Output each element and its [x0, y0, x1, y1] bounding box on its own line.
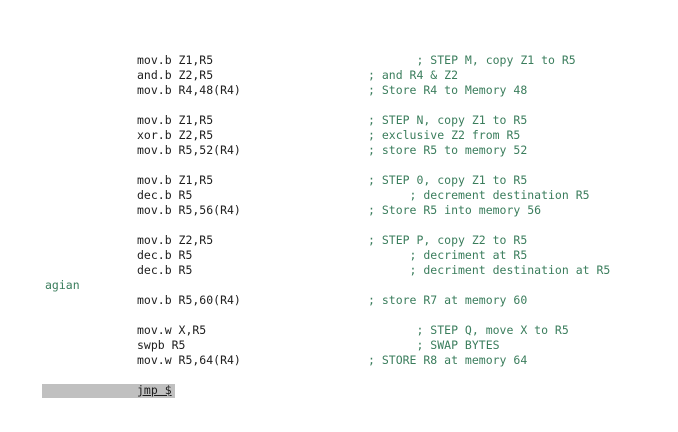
code-line[interactable]: mov.b R5,56(R4) ; Store R5 into memory 56 [0, 203, 678, 218]
code-comment: ; exclusive Z2 from R5 [368, 128, 521, 142]
code-comment: ; and R4 & Z2 [368, 68, 459, 82]
code-instruction[interactable]: mov.b Z1,R5 [137, 53, 214, 67]
blank-line [0, 218, 678, 233]
blank-line [0, 158, 678, 173]
code-comment: ; STEP M, copy Z1 to R5 [368, 53, 576, 67]
code-instruction[interactable]: mov.b Z1,R5 [137, 173, 214, 187]
selection-highlight [42, 384, 175, 398]
code-comment: ; SWAP BYTES [368, 338, 500, 352]
code-instruction[interactable]: mov.b R5,52(R4) [137, 143, 241, 157]
code-comment: ; decrement destination R5 [368, 188, 590, 202]
blank-line [0, 308, 678, 323]
code-comment: ; store R5 to memory 52 [368, 143, 528, 157]
code-line[interactable]: agian [0, 278, 678, 293]
code-line[interactable]: mov.b Z2,R5 ; STEP P, copy Z2 to R5 [0, 233, 678, 248]
code-instruction[interactable]: and.b Z2,R5 [137, 68, 214, 82]
code-line[interactable]: xor.b Z2,R5 ; exclusive Z2 from R5 [0, 128, 678, 143]
code-line[interactable]: mov.b Z1,R5 ; STEP N, copy Z1 to R5 [0, 113, 678, 128]
code-instruction[interactable]: mov.b Z2,R5 [137, 233, 214, 247]
code-instruction[interactable]: dec.b R5 [137, 263, 193, 277]
code-line[interactable]: mov.b Z1,R5 ; STEP M, copy Z1 to R5 [0, 53, 678, 68]
code-instruction[interactable]: swpb R5 [137, 338, 186, 352]
code-comment: ; STEP P, copy Z2 to R5 [368, 233, 528, 247]
code-comment: ; Store R4 to Memory 48 [368, 83, 528, 97]
code-line[interactable]: and.b Z2,R5 ; and R4 & Z2 [0, 68, 678, 83]
code-instruction[interactable]: mov.b R5,56(R4) [137, 203, 241, 217]
code-comment: ; store R7 at memory 60 [368, 293, 528, 307]
code-instruction[interactable]: mov.b R5,60(R4) [137, 293, 241, 307]
code-line[interactable]: mov.b R5,52(R4) ; store R5 to memory 52 [0, 143, 678, 158]
code-line[interactable]: swpb R5 ; SWAP BYTES [0, 338, 678, 353]
code-comment: ; STEP N, copy Z1 to R5 [368, 113, 528, 127]
blank-line [0, 98, 678, 113]
code-line[interactable]: mov.b Z1,R5 ; STEP 0, copy Z1 to R5 [0, 173, 678, 188]
code-line[interactable]: mov.w X,R5 ; STEP Q, move X to R5 [0, 323, 678, 338]
code-line[interactable]: mov.w R5,64(R4) ; STORE R8 at memory 64 [0, 353, 678, 368]
code-line[interactable]: dec.b R5 ; decrement destination R5 [0, 188, 678, 203]
code-comment: ; decriment at R5 [368, 248, 528, 262]
code-comment: ; Store R5 into memory 56 [368, 203, 542, 217]
code-label: agian [45, 278, 80, 292]
code-line[interactable]: dec.b R5 ; decriment at R5 [0, 248, 678, 263]
code-instruction[interactable]: dec.b R5 [137, 188, 193, 202]
blank-line [0, 368, 678, 383]
code-instruction[interactable]: mov.w R5,64(R4) [137, 353, 241, 367]
code-instruction[interactable]: mov.w X,R5 [137, 323, 207, 337]
code-line[interactable]: mov.b R5,60(R4) ; store R7 at memory 60 [0, 293, 678, 308]
code-line[interactable]: mov.b R4,48(R4) ; Store R4 to Memory 48 [0, 83, 678, 98]
code-instruction[interactable]: jmp $ [137, 383, 172, 397]
code-instruction[interactable]: mov.b Z1,R5 [137, 113, 214, 127]
code-comment: ; decriment destination at R5 [368, 263, 611, 277]
code-comment: ; STEP Q, move X to R5 [368, 323, 569, 337]
code-instruction[interactable]: xor.b Z2,R5 [137, 128, 214, 142]
code-instruction[interactable]: dec.b R5 [137, 248, 193, 262]
code-comment: ; STORE R8 at memory 64 [368, 353, 528, 367]
code-line[interactable]: dec.b R5 ; decriment destination at R5 [0, 263, 678, 278]
code-instruction[interactable]: mov.b R4,48(R4) [137, 83, 241, 97]
code-line[interactable]: jmp $ [0, 383, 678, 398]
code-comment: ; STEP 0, copy Z1 to R5 [368, 173, 528, 187]
